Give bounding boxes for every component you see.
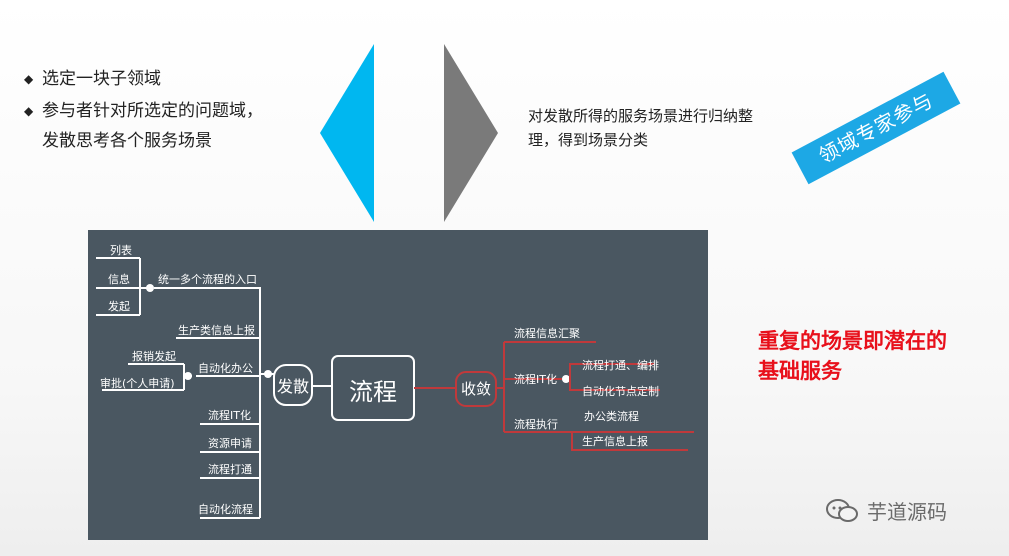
bullet-item: ◆ 选定一块子领域: [24, 64, 264, 94]
connect-orchestrate-label: 流程打通、编排: [582, 358, 659, 372]
watermark: 芋道源码: [825, 496, 947, 525]
converge-triangle: [444, 44, 498, 222]
converge-node: [455, 371, 497, 407]
mindmap-diagram: 发散 流程 收敛 列表 信息 发起 统一多个流程的入口 生产类信息上报 报销发起…: [96, 243, 694, 519]
initiate-label: 发起: [108, 299, 130, 313]
expense-label: 报销发起: [132, 349, 176, 363]
diverge-node: [273, 364, 313, 406]
diamond-bullet-icon: ◆: [24, 72, 34, 86]
expander-icon: [264, 370, 272, 378]
office-automation-label: 自动化办公: [198, 361, 253, 375]
process-connect-label: 流程打通: [208, 462, 252, 476]
resource-request-label: 资源申请: [208, 436, 252, 450]
diverge-triangle: [320, 44, 374, 222]
right-production-report-label: 生产信息上报: [582, 434, 648, 448]
auto-process-label: 自动化流程: [198, 502, 253, 516]
execution-label: 流程执行: [514, 417, 558, 431]
office-process-label: 办公类流程: [584, 409, 639, 423]
diamond-bullet-icon: ◆: [24, 104, 34, 118]
info-label: 信息: [108, 272, 130, 286]
approval-label: 审批(个人申请): [100, 376, 175, 390]
reusable-service-note: 重复的场景即潜在的基础服务: [758, 328, 947, 383]
watermark-text: 芋道源码: [867, 500, 947, 524]
auto-node-label: 自动化节点定制: [582, 384, 659, 398]
diverge-label: 发散: [277, 377, 309, 396]
bullet-text: 参与者针对所选定的问题域，发散思考各个服务场景: [42, 101, 263, 151]
list-label: 列表: [110, 243, 132, 257]
expander-icon: [146, 284, 154, 292]
right-process-it-label: 流程IT化: [514, 372, 557, 386]
production-report-label: 生产类信息上报: [178, 323, 255, 337]
process-it-label: 流程IT化: [208, 408, 251, 422]
bullet-item: ◆ 参与者针对所选定的问题域，发散思考各个服务场景: [24, 96, 264, 156]
center-label: 流程: [349, 378, 397, 406]
bullet-text: 选定一块子领域: [42, 69, 161, 89]
converge-description: 对发散所得的服务场景进行归纳整理，得到场景分类: [528, 107, 754, 149]
mindmap-panel: 发散 流程 收敛 列表 信息 发起 统一多个流程的入口 生产类信息上报 报销发起…: [88, 230, 708, 540]
info-summary-label: 流程信息汇聚: [514, 326, 580, 340]
expander-icon: [562, 375, 570, 383]
chat-bubbles-icon: [826, 498, 858, 522]
unified-entry-label: 统一多个流程的入口: [158, 272, 257, 286]
expander-icon: [184, 372, 192, 380]
bullet-list: ◆ 选定一块子领域 ◆ 参与者针对所选定的问题域，发散思考各个服务场景: [24, 64, 264, 158]
converge-label: 收敛: [461, 380, 491, 398]
